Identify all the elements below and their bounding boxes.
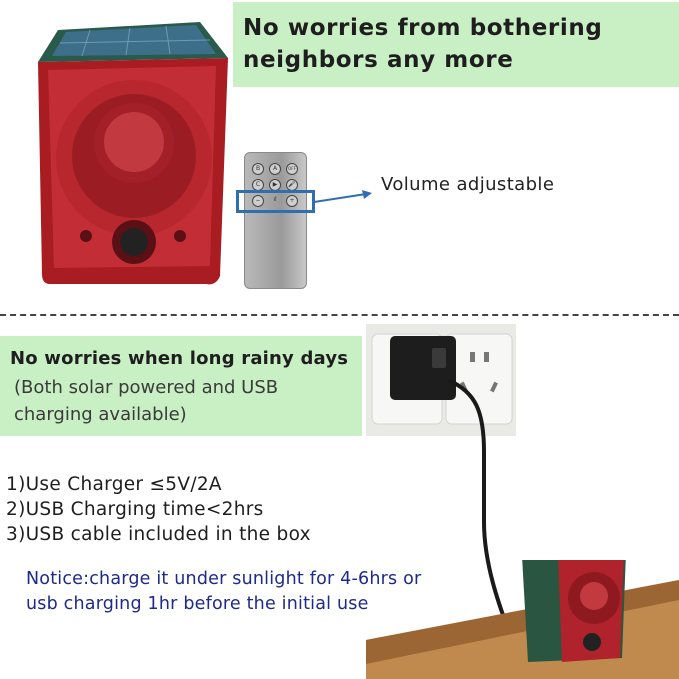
charging-note-line-2: charging available) — [14, 404, 187, 425]
charging-notice: Notice:charge it under sunlight for 4-6h… — [26, 567, 466, 617]
volume-highlight-box — [236, 190, 315, 213]
arrow-right-icon — [314, 190, 372, 203]
headline-line-2: neighbors any more — [243, 47, 514, 73]
headline-banner: No worries from bothering neighbors any … — [233, 2, 679, 87]
volume-up-icon: + — [286, 195, 298, 207]
notice-line-1: Notice:charge it under sunlight for 4-6h… — [26, 569, 422, 589]
volume-adjustable-label: Volume adjustable — [381, 174, 555, 195]
remote-button-a: A — [269, 163, 281, 175]
spec-item-cable: 3)USB cable included in the box — [6, 524, 311, 545]
spec-item-charger: 1)Use Charger ≤5V/2A — [6, 474, 222, 495]
headline-line-1: No worries from bothering — [243, 15, 603, 41]
charging-spec-list: 1)Use Charger ≤5V/2A 2)USB Charging time… — [6, 472, 311, 547]
signal-icon: ıl — [273, 196, 277, 203]
remote-button-b: B — [252, 163, 264, 175]
volume-down-icon: − — [252, 195, 264, 207]
remote-button-off: OFF — [286, 163, 298, 175]
spec-item-charging-time: 2)USB Charging time<2hrs — [6, 499, 264, 520]
section-divider — [0, 314, 679, 316]
remote-control-image: B A OFF C ▶ 🎤 − ıl + — [244, 152, 307, 289]
rainy-days-title: No worries when long rainy days — [10, 348, 349, 369]
notice-line-2: usb charging 1hr before the initial use — [26, 594, 369, 614]
repeller-device-image — [38, 22, 228, 285]
wall-charger-image — [366, 324, 516, 641]
charging-note-line-1: (Both solar powered and USB — [14, 377, 279, 398]
rainy-days-banner: No worries when long rainy days (Both so… — [0, 336, 362, 436]
device-on-table-image — [366, 560, 679, 679]
